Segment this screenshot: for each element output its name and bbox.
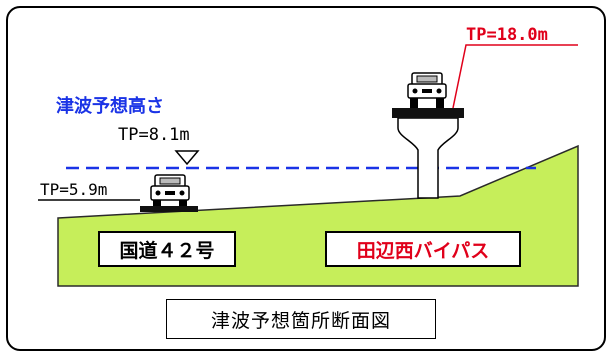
bypass-pier (397, 117, 459, 199)
road42-name-label: 国道４２号 (98, 231, 236, 267)
bypass-name-label: 田辺西バイパス (325, 231, 521, 267)
tsunami-height-label: TP=8.1m (118, 125, 190, 145)
car-icon (407, 72, 447, 108)
bypass-deck (392, 108, 464, 118)
tsunami-title: 津波予想高さ (56, 95, 164, 117)
car-icon (150, 174, 190, 206)
bypass-level-label: TP=18.0m (466, 25, 548, 45)
road42-surface (140, 206, 198, 212)
bypass-leader-line (452, 44, 578, 109)
diagram-caption: 津波予想箇所断面図 (166, 299, 436, 339)
tsunami-level-marker-icon (174, 150, 200, 166)
road42-level-label: TP=5.9m (40, 180, 107, 199)
